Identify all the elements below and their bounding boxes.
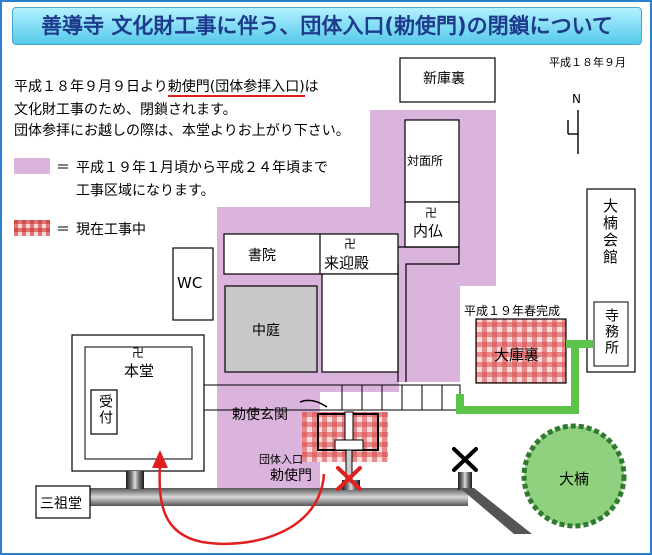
- label-uketsuke: 受付: [97, 394, 113, 426]
- closed-mark-east: [452, 447, 478, 472]
- legend-work-swatch: [14, 220, 50, 236]
- road-east-stub: [458, 472, 472, 490]
- corridor-posts: [341, 385, 443, 410]
- taimensho-building: [404, 119, 460, 203]
- label-chokushi-genkan: 勅使玄関: [232, 407, 288, 423]
- label-dantai-iriguchi: 団体入口: [259, 453, 303, 466]
- detour-route-arrow: [158, 463, 326, 546]
- notice-line-3: 団体参拝にお越しの際は、本堂よりお上がり下さい。: [14, 123, 350, 139]
- label-sansodo: 三祖堂: [40, 496, 82, 512]
- notice-line-1: 平成１８年９月９日より勅使門(団体参拝入口)は: [14, 76, 319, 97]
- notice-line-1-underlined: 勅使門(団体参拝入口): [167, 79, 305, 97]
- label-shoin: 書院: [248, 248, 276, 264]
- road-hondo: [126, 471, 144, 489]
- compass-arrow: [567, 110, 579, 154]
- compass-n-label: N: [572, 92, 581, 106]
- label-daikuri: 大庫裏: [494, 346, 540, 364]
- road-chokushimon: [342, 480, 360, 490]
- label-hondo: 本堂: [124, 362, 155, 380]
- label-shinkouura: 新庫裏: [423, 71, 465, 87]
- corridor-right: [398, 246, 460, 382]
- label-raigouden: 来迎殿: [324, 254, 370, 272]
- notice-line-2: 文化財工事のため、閉鎖されます。: [14, 102, 237, 118]
- manji-raigouden: 卍: [344, 237, 357, 251]
- daikuri-building: [475, 318, 567, 384]
- notice-date: 平成１８年９月: [549, 56, 626, 69]
- closed-mark-chokushimon: [336, 466, 362, 491]
- road-main: [36, 488, 468, 506]
- manji-hondo: 卍: [132, 346, 145, 360]
- shinkouura-building: [399, 57, 496, 103]
- legend-work-text: 現在工事中: [76, 222, 146, 238]
- label-okusunoki: 大楠: [559, 470, 590, 488]
- notice-line-1-post: は: [304, 79, 319, 95]
- shoin-building: [223, 233, 399, 275]
- jimusho-building: [593, 301, 629, 367]
- page-title: 善導寺 文化財工事に伴う、団体入口(勅使門)の閉鎖について: [12, 7, 642, 45]
- manji-naibutsu: 卍: [425, 206, 438, 220]
- legend-area-text-1: 平成１９年１月頃から平成２４年頃まで: [76, 160, 328, 176]
- label-chokushimon: 勅使門: [270, 468, 312, 484]
- legend-area-swatch: [14, 158, 50, 174]
- legend-equals-1: ＝: [56, 160, 70, 176]
- label-jimusho: 寺務所: [603, 308, 619, 356]
- nakaniwa-courtyard: [224, 285, 318, 373]
- wc-building: [172, 247, 214, 321]
- label-kansei: 平成１９年春完成: [464, 304, 561, 318]
- legend-equals-2: ＝: [56, 222, 70, 238]
- sansodo-building: [35, 485, 91, 519]
- uketsuke-booth: [90, 389, 118, 435]
- okusunoki-tree: [521, 423, 627, 529]
- label-nakaniwa: 中庭: [252, 323, 280, 339]
- label-wc: WC: [177, 274, 203, 292]
- label-naibutsu: 内仏: [413, 222, 444, 240]
- label-taimensho: 対面所: [407, 154, 444, 168]
- label-okusunoki-kaikan: 大楠会館: [601, 198, 619, 266]
- legend-area-text-2: 工事区域になります。: [76, 183, 215, 199]
- detour-arrowhead: [152, 450, 168, 468]
- road-diagonal: [460, 488, 532, 534]
- notice-line-1-pre: 平成１８年９月９日より: [14, 79, 168, 95]
